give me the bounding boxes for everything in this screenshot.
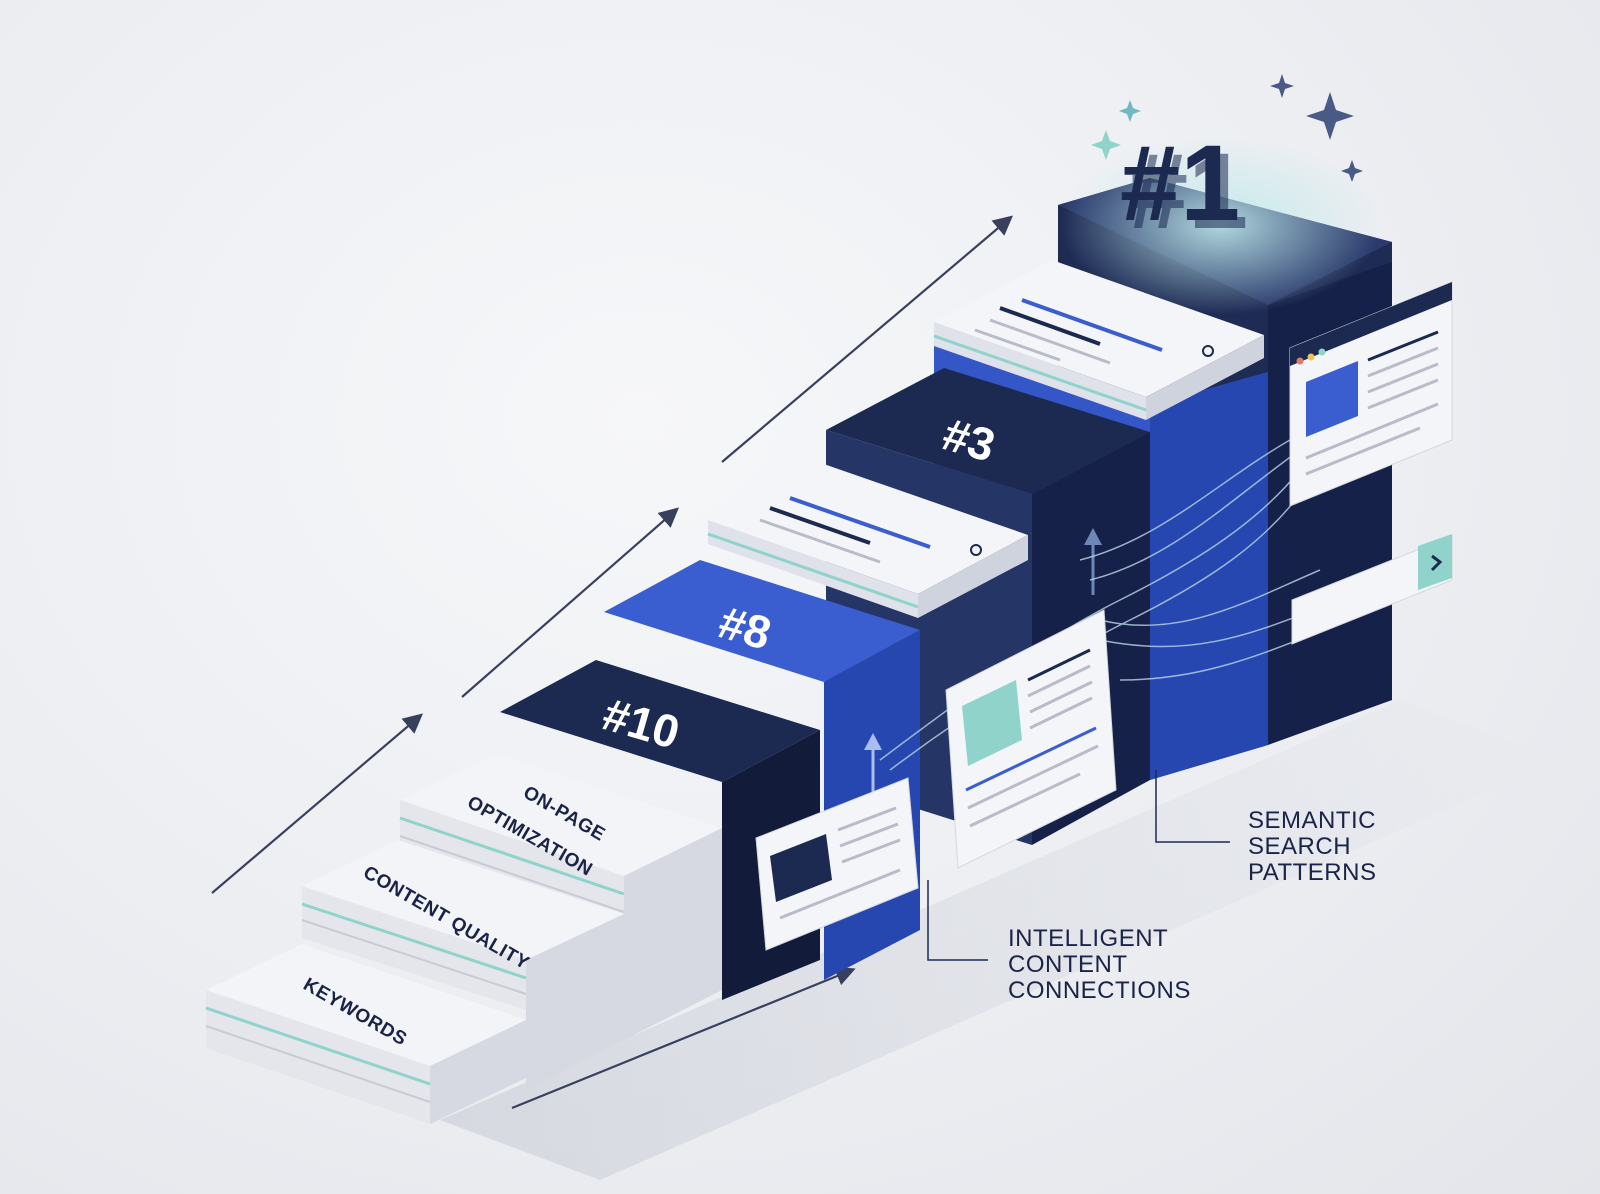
sparkle-icon [1119, 100, 1141, 122]
content-card-large-center [945, 609, 1117, 869]
chevron-right-icon[interactable] [1430, 554, 1443, 572]
window-dot-icon [1307, 353, 1315, 361]
browser-card-right [1289, 281, 1453, 507]
ground-shadow [440, 700, 1560, 1180]
window-dot-icon [1318, 348, 1326, 356]
sparkle-icon [1306, 92, 1354, 140]
callout-semantic-line2: SEARCH [1248, 833, 1351, 860]
search-bar-card-right[interactable] [1291, 534, 1453, 645]
arrow-up-icon [511, 966, 856, 1110]
content-card-small-left [755, 777, 919, 951]
sparkle-icon [1091, 130, 1121, 160]
window-dot-icon [1296, 357, 1304, 365]
callout-intelligent-content: INTELLIGENT CONTENT CONNECTIONS [927, 880, 1191, 1004]
sparkle-icon [1341, 160, 1363, 182]
search-result-card-upper [933, 260, 1264, 420]
callout-semantic-line3: PATTERNS [1248, 859, 1376, 886]
search-icon[interactable] [1202, 345, 1214, 357]
step-content-quality: CONTENT QUALITY [301, 840, 624, 1090]
arrow-up-icon [461, 507, 679, 698]
arrow-up-icon [211, 713, 424, 894]
sparkles [1091, 74, 1363, 182]
callout-intelligent-line2: CONTENT [1008, 951, 1128, 978]
step-keywords: KEYWORDS [205, 944, 526, 1124]
search-icon[interactable] [970, 544, 982, 556]
search-result-card-lower [707, 462, 1028, 618]
rank-1-glow [1060, 135, 1380, 315]
callout-semantic-line1: SEMANTIC [1248, 807, 1376, 834]
arrow-up-icon [721, 215, 1014, 463]
rank-1-label: #1 [1120, 122, 1240, 243]
progress-arrows [211, 215, 1014, 1110]
callout-intelligent-line3: CONNECTIONS [1008, 977, 1191, 1004]
sparkle-icon [1270, 74, 1294, 98]
rank-1-label-shadow: #1 [1128, 130, 1248, 251]
callout-semantic-search: SEMANTIC SEARCH PATTERNS [1155, 770, 1376, 886]
callout-intelligent-line1: INTELLIGENT [1008, 925, 1168, 952]
rank-1-label-group: #1 #1 [1120, 122, 1248, 251]
